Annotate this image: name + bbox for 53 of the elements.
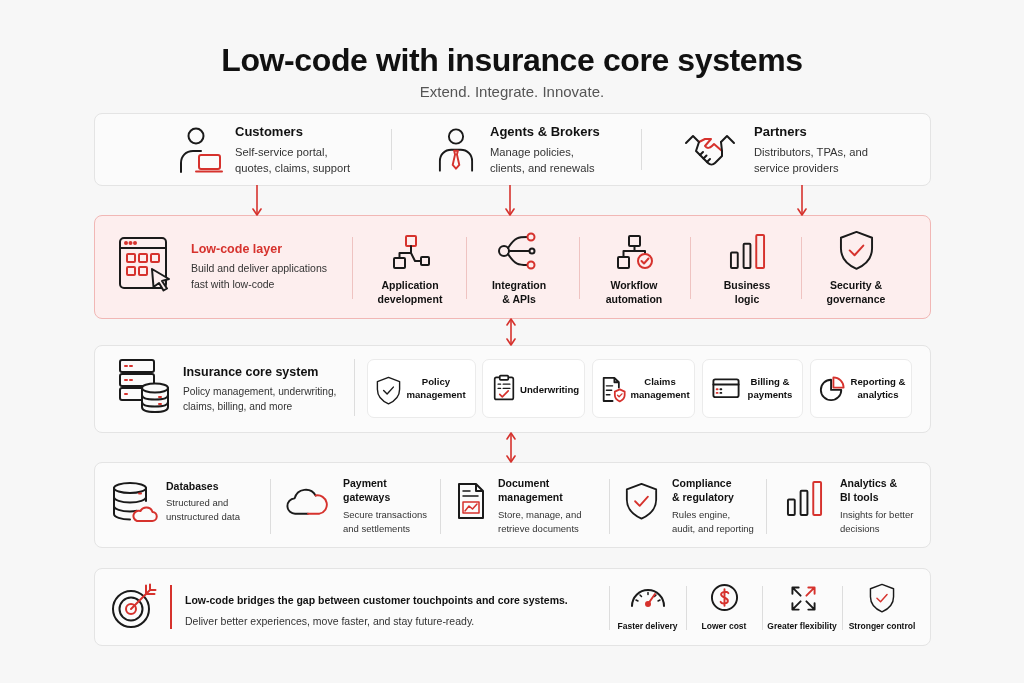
heading: Compliance & regulatory bbox=[672, 476, 735, 504]
subtitle: Extend. Integrate. Innovate. bbox=[418, 83, 606, 101]
description: Secure transactions and settlements bbox=[343, 508, 428, 536]
description: Manage policies, clients, and renewals bbox=[490, 145, 596, 176]
panel bbox=[94, 345, 931, 433]
description: Insights for better decisions bbox=[840, 508, 915, 536]
heading: Partners bbox=[754, 124, 808, 140]
double-arrow bbox=[506, 318, 516, 346]
heading: Databases bbox=[166, 479, 220, 493]
item-label: Stronger control bbox=[847, 620, 917, 632]
module-card bbox=[482, 359, 585, 418]
heading: Analytics & BI tools bbox=[840, 476, 899, 504]
panel bbox=[94, 113, 931, 186]
item-label: Underwriting bbox=[520, 382, 581, 396]
heading: Payment gateways bbox=[343, 476, 392, 504]
heading: Insurance core system bbox=[183, 364, 320, 380]
title: Low-code with insurance core systems bbox=[220, 41, 804, 80]
item-label: Lower cost bbox=[700, 620, 748, 632]
heading: Document management bbox=[498, 476, 564, 504]
item-label: Security & governance bbox=[825, 278, 887, 306]
item-label: Billing & payments bbox=[746, 374, 794, 401]
panel bbox=[94, 568, 931, 646]
description: Self-service portal, quotes, claims, support bbox=[235, 145, 352, 176]
item-label: Policy management bbox=[405, 374, 467, 401]
description: Policy management, underwriting, claims, billing, and more bbox=[183, 384, 338, 414]
description: Rules engine, audit, and reporting bbox=[672, 508, 755, 536]
item-label: Business logic bbox=[722, 278, 772, 306]
item-label: Workflow automation bbox=[604, 278, 664, 306]
module-card bbox=[592, 359, 695, 418]
module-card bbox=[367, 359, 476, 418]
highlighted-panel bbox=[94, 215, 931, 319]
item-label: Claims management bbox=[629, 374, 691, 401]
heading: Low-code layer bbox=[191, 241, 283, 257]
item-label: Reporting & analytics bbox=[849, 374, 907, 401]
item-label: Application development bbox=[376, 278, 444, 306]
arrow bbox=[505, 184, 515, 216]
description: Distributors, TPAs, and service providers bbox=[754, 145, 868, 176]
double-arrow bbox=[506, 432, 516, 463]
panel bbox=[94, 462, 931, 548]
description: Deliver better experiences, move faster, and stay future-ready. bbox=[185, 614, 476, 629]
heading: Low-code bridges the gap between customer touchpoints and core systems. bbox=[185, 593, 569, 608]
module-card bbox=[810, 359, 912, 418]
module-card bbox=[702, 359, 803, 418]
heading: Agents & Brokers bbox=[490, 124, 601, 140]
heading: Customers bbox=[235, 124, 304, 140]
item-label: Faster delivery bbox=[616, 620, 679, 632]
description: Store, manage, and retrieve documents bbox=[498, 508, 583, 536]
item-label: Greater flexibility bbox=[766, 620, 838, 632]
description: Structured and unstructured data bbox=[166, 496, 241, 524]
arrow bbox=[797, 184, 807, 216]
item-label: Integration & APIs bbox=[490, 278, 548, 306]
arrow bbox=[252, 184, 262, 216]
description: Build and deliver applications fast with low-code bbox=[191, 261, 328, 292]
